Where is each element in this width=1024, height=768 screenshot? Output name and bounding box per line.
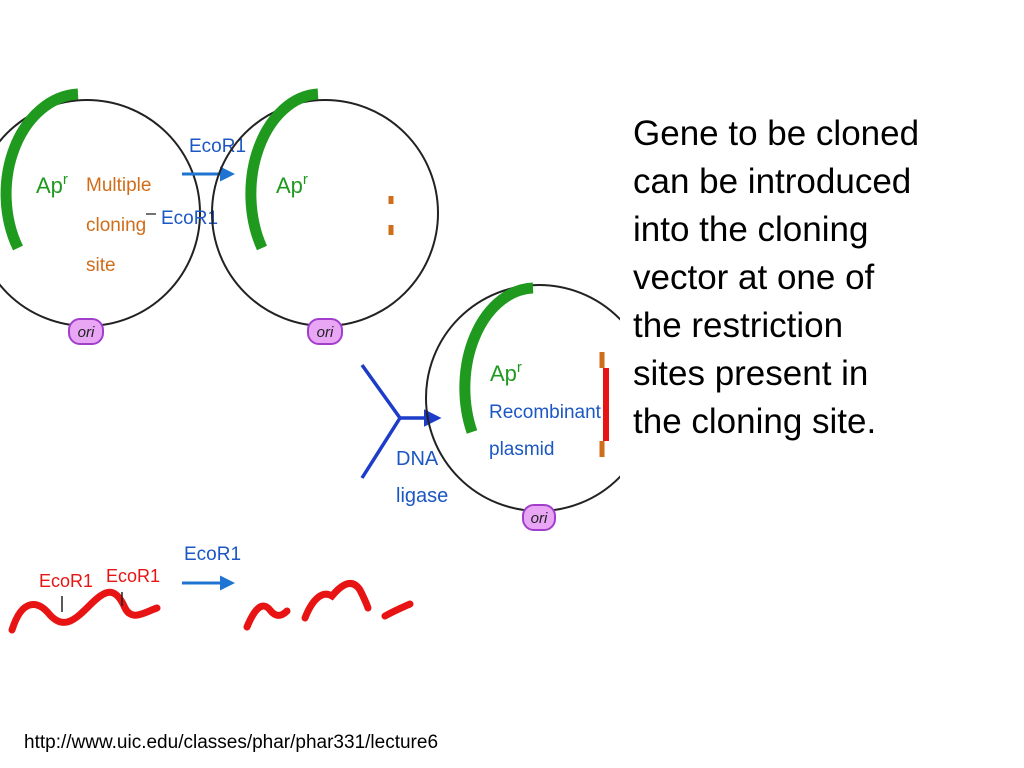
cut-vector-ring bbox=[211, 99, 439, 327]
caption-line: vector at one of bbox=[633, 258, 875, 297]
ligase-arm-lower bbox=[360, 417, 402, 479]
caption-line: Gene to be cloned bbox=[633, 114, 920, 153]
cloning-diagram: Apr Multiple cloning site EcoR1 ori EcoR… bbox=[0, 88, 620, 634]
ori-badge bbox=[522, 504, 556, 531]
fragment-left bbox=[243, 602, 291, 631]
cloning-site-line: site bbox=[86, 255, 116, 276]
ligase-label-line: ligase bbox=[396, 485, 448, 507]
caption-line: the restriction bbox=[633, 306, 844, 345]
ori-label: ori bbox=[78, 324, 95, 341]
vector-plasmid: Apr Multiple cloning site EcoR1 ori bbox=[0, 88, 218, 345]
fragment-digest-arrow: EcoR1 bbox=[182, 544, 241, 591]
foreign-dna: EcoR1 EcoR1 bbox=[8, 566, 161, 634]
ligase-label: DNA ligase bbox=[396, 448, 448, 507]
caption-line: into the cloning bbox=[633, 210, 869, 249]
resistance-label: Apr bbox=[490, 359, 522, 386]
source-url: http://www.uic.edu/classes/phar/phar331/… bbox=[24, 732, 439, 753]
ori-label: ori bbox=[531, 510, 548, 527]
caption-line: the cloning site. bbox=[633, 402, 877, 441]
restriction-site-label: EcoR1 bbox=[106, 566, 160, 586]
ori-label: ori bbox=[317, 324, 334, 341]
cut-vector-plasmid: Apr ori bbox=[211, 88, 439, 345]
recombinant-name-line: Recombinant bbox=[489, 402, 602, 423]
caption-text: Gene to be cloned can be introduced into… bbox=[633, 110, 993, 446]
ori-badge bbox=[68, 318, 104, 345]
fragment-insert bbox=[301, 580, 372, 622]
caption-line: sites present in bbox=[633, 354, 869, 393]
resistance-label: Apr bbox=[276, 171, 308, 198]
fragment-enzyme-label: EcoR1 bbox=[184, 544, 241, 565]
cloning-site-line: Multiple bbox=[86, 175, 151, 196]
cut-fragments bbox=[243, 580, 414, 631]
recombinant-name-line: plasmid bbox=[489, 439, 554, 460]
site-enzyme-label: EcoR1 bbox=[161, 208, 218, 229]
resistance-label: Apr bbox=[36, 171, 68, 198]
ampicillin-resistance-gene bbox=[245, 88, 319, 251]
cut-vector-gap bbox=[385, 203, 397, 223]
ampicillin-resistance-gene bbox=[459, 282, 534, 434]
digest-step-arrow: EcoR1 bbox=[182, 136, 246, 182]
ligase-label-line: DNA bbox=[396, 448, 439, 470]
fragment-right bbox=[381, 600, 414, 620]
ligase-step-arrow: DNA ligase bbox=[360, 363, 448, 507]
multiple-cloning-site-label: Multiple cloning site bbox=[86, 175, 157, 276]
cloning-site-line: cloning bbox=[86, 215, 146, 236]
ori-badge bbox=[307, 318, 343, 345]
ligase-arm-upper bbox=[360, 363, 402, 420]
digest-enzyme-label: EcoR1 bbox=[189, 136, 246, 157]
restriction-site-label: EcoR1 bbox=[39, 571, 93, 591]
foreign-dna-strand bbox=[8, 588, 161, 634]
recombinant-plasmid: Apr Recombinant plasmid ori bbox=[425, 282, 620, 531]
recombinant-plasmid-ring bbox=[425, 284, 620, 512]
recombinant-name-label: Recombinant plasmid bbox=[489, 402, 606, 460]
ampicillin-resistance-gene bbox=[0, 88, 79, 251]
caption-line: can be introduced bbox=[633, 162, 912, 201]
